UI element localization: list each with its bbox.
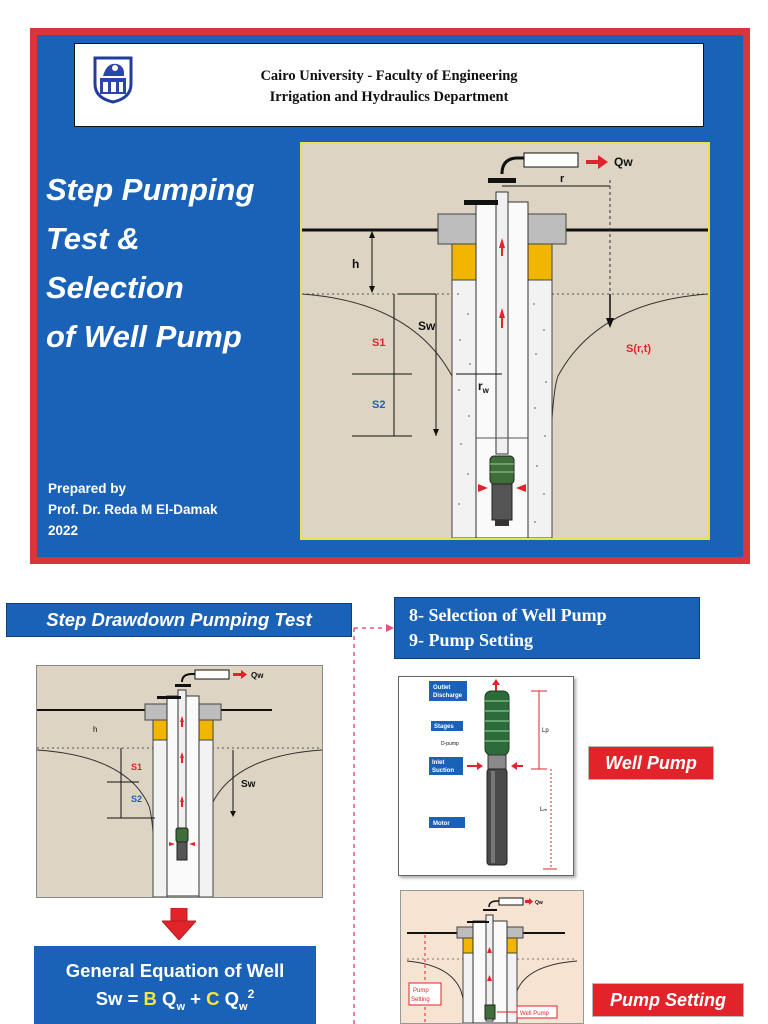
label-h-2: h: [93, 725, 97, 734]
label-s1-2: S1: [131, 762, 142, 772]
well-diagram-svg: Qw r h Sw S1 S2 rw S(r,t): [302, 152, 708, 538]
label-s2-2: S2: [131, 794, 142, 804]
arrow-down-icon: [162, 908, 196, 940]
label-sw-2: Sw: [241, 779, 256, 790]
label-discharge: Discharge: [433, 693, 463, 699]
label-r: r: [560, 173, 565, 185]
label-outlet: Outlet: [433, 685, 450, 691]
header-line-1: Cairo University - Faculty of Engineerin…: [260, 68, 518, 84]
prepared-label: Prepared by: [48, 481, 127, 496]
author-name: Prof. Dr. Reda M El-Damak: [48, 502, 218, 517]
label-qw-3: Qw: [535, 900, 543, 906]
label-qw-2: Qw: [251, 671, 264, 680]
pump-setting-diagram: Qw Pump Setting Well Pump: [400, 890, 584, 1024]
label-qw: Qw: [614, 155, 633, 169]
general-equation-box: General Equation of Well Sw = B Qw + C Q…: [34, 946, 316, 1024]
selection-item-8: 8- Selection of Well Pump: [409, 605, 607, 625]
dashed-connector: [353, 624, 394, 1024]
label-sw: Sw: [418, 319, 436, 333]
label-motor: Motor: [433, 821, 450, 827]
selection-item-9: 9- Pump Setting: [409, 630, 534, 650]
label-dpump: D-pump: [441, 741, 459, 747]
slide-title: Step Pumping Test & Selection of Well Pu…: [46, 165, 296, 361]
title-line-4: of Well Pump: [46, 319, 242, 354]
selection-box: 8- Selection of Well Pump 9- Pump Settin…: [394, 597, 700, 659]
author-block: Prepared by Prof. Dr. Reda M El-Damak 20…: [48, 478, 218, 541]
label-well-pump-small: Well Pump: [520, 1011, 550, 1017]
label-inlet: Inlet: [432, 760, 444, 766]
label-lp: Lp: [542, 728, 549, 734]
title-line-3: Selection: [46, 270, 184, 305]
well-pump-svg: Outlet Discharge Stages D-pump Inlet Suc…: [429, 679, 557, 870]
title-line-1: Step Pumping: [46, 172, 255, 207]
label-rw: rw: [478, 379, 490, 395]
label-lm: Lₘ: [540, 807, 547, 813]
well-pump-figure: Outlet Discharge Stages D-pump Inlet Suc…: [398, 676, 574, 876]
label-suction: Suction: [432, 768, 454, 774]
equation-formula: Sw = B Qw + C Qw2: [95, 987, 255, 1013]
label-h: h: [352, 257, 359, 271]
step-test-label: Step Drawdown Pumping Test: [6, 603, 352, 637]
university-header: Cairo University - Faculty of Engineerin…: [74, 43, 704, 127]
label-s1: S1: [372, 337, 385, 349]
step-test-diagram-svg: Qw h S1 S2 Sw: [37, 669, 322, 897]
label-setting: Setting: [411, 997, 430, 1003]
well-diagram-main: Qw r h Sw S1 S2 rw S(r,t): [300, 142, 710, 540]
pump-setting-svg: Qw Pump Setting Well Pump: [406, 897, 578, 1023]
university-logo-icon: [93, 56, 133, 104]
label-srt: S(r,t): [626, 343, 651, 355]
well-pump-label: Well Pump: [588, 746, 714, 780]
label-stages: Stages: [434, 724, 454, 730]
label-pump: Pump: [413, 988, 429, 994]
pump-setting-label: Pump Setting: [592, 983, 744, 1017]
label-s2: S2: [372, 399, 385, 411]
author-year: 2022: [48, 523, 79, 538]
equation-title: General Equation of Well: [65, 960, 285, 981]
step-test-diagram: Qw h S1 S2 Sw: [36, 665, 323, 898]
title-line-2: Test &: [46, 221, 140, 256]
header-line-2: Irrigation and Hydraulics Department: [269, 89, 509, 105]
